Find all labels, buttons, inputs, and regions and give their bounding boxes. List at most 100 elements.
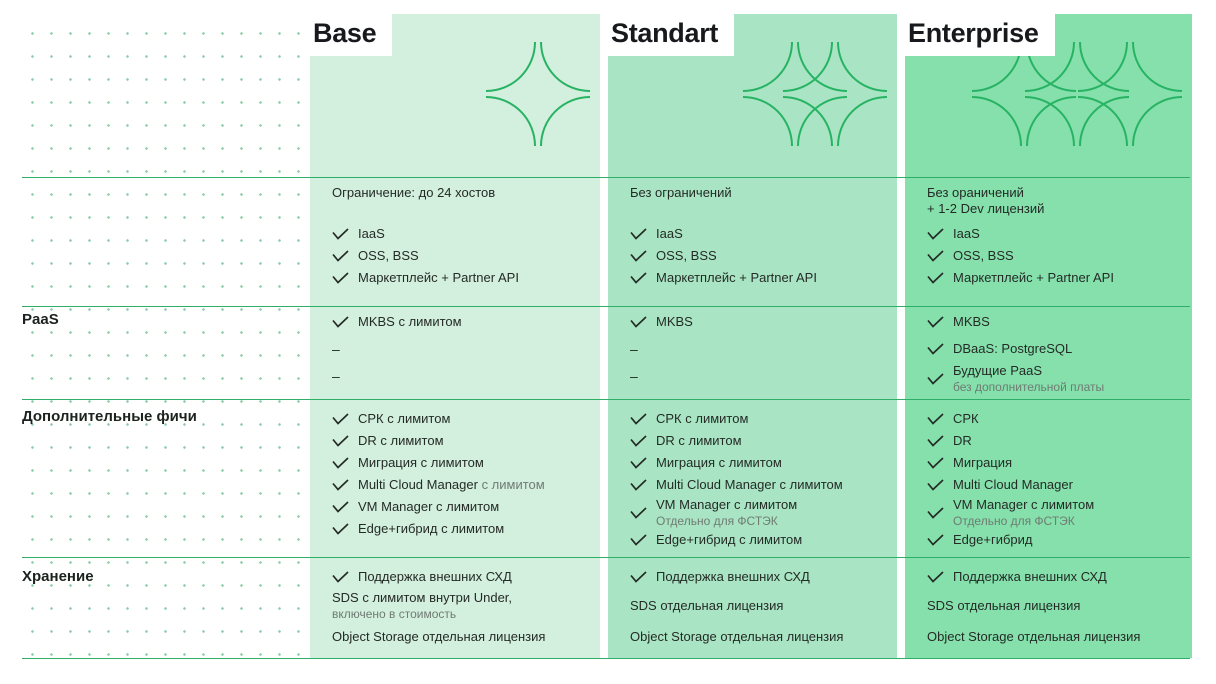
feature-text: СРК с лимитом — [358, 411, 450, 427]
check-icon — [927, 479, 944, 491]
feature-text: Маркетплейс + Partner API — [656, 270, 817, 286]
check-icon — [927, 372, 944, 385]
feature-label: СРК — [953, 411, 979, 427]
feature-label: Multi Cloud Manager — [953, 477, 1073, 493]
feature-text: Миграция — [953, 455, 1012, 471]
feature-item: Миграция с лимитом — [332, 452, 600, 474]
feature-item: Поддержка внешних СХД — [630, 563, 897, 590]
feature-label: Object Storage отдельная лицензия — [630, 629, 843, 645]
check-icon — [630, 479, 647, 491]
feature-text: IaaS — [656, 226, 683, 242]
check-icon — [927, 228, 944, 240]
feature-label: Будущие PaaS — [953, 363, 1104, 379]
feature-text: – — [332, 368, 340, 384]
check-icon — [630, 272, 647, 284]
text-item: Без ораничений + 1-2 Dev лицензий — [927, 185, 1192, 223]
feature-label: Edge+гибрид с лимитом — [656, 532, 802, 548]
spark-stars-icon — [485, 41, 591, 151]
text-item: Object Storage отдельная лицензия — [332, 621, 600, 652]
dash-item: – — [630, 362, 897, 389]
check-icon — [927, 413, 944, 425]
feature-text: Multi Cloud Manager с лимитом — [358, 477, 545, 493]
feature-text: IaaS — [358, 226, 385, 242]
feature-text: SDS отдельная лицензия — [630, 598, 783, 614]
check-icon — [332, 457, 349, 469]
feature-label-text: IaaS — [953, 226, 980, 241]
check-icon — [630, 479, 647, 491]
feature-label-text: Без ограничений — [630, 185, 732, 200]
feature-text: Multi Cloud Manager — [953, 477, 1073, 493]
dot-grid-background — [20, 14, 308, 658]
check-icon — [630, 506, 647, 519]
feature-label: – — [332, 368, 340, 384]
feature-label: Multi Cloud Manager с лимитом — [656, 477, 843, 493]
text-item: SDS отдельная лицензия — [630, 590, 897, 621]
feature-subtext: Отдельно для ФСТЭК — [656, 514, 778, 528]
feature-label-text: MKBS — [656, 313, 693, 329]
feature-item: MKBS — [630, 308, 897, 335]
row-category-label: Дополнительные фичи — [22, 408, 197, 425]
feature-label-text: DR — [953, 433, 972, 448]
feature-label-text: Поддержка внешних СХД — [358, 568, 512, 584]
plan-title: Base — [310, 14, 393, 56]
check-icon — [927, 506, 944, 519]
spark-stars-icon — [971, 41, 1183, 151]
feature-text: Миграция с лимитом — [358, 455, 484, 471]
feature-item: СРК с лимитом — [630, 408, 897, 430]
feature-label: DR — [953, 433, 972, 449]
feature-text: СРК с лимитом — [656, 411, 748, 427]
feature-band: Поддержка внешних СХД SDS отдельная лицен… — [608, 557, 897, 658]
feature-label-text: VM Manager с лимитом — [358, 499, 500, 514]
feature-text: OSS, BSS — [358, 248, 419, 264]
feature-text: Поддержка внешних СХД — [953, 569, 1107, 585]
check-icon — [332, 228, 349, 240]
feature-item: Multi Cloud Manager с лимитом — [332, 474, 600, 496]
feature-label-text: Multi Cloud Manager — [953, 477, 1073, 492]
feature-item: DR — [927, 430, 1192, 452]
feature-label-text: Object Storage отдельная лицензия — [630, 628, 844, 644]
feature-text: Поддержка внешних СХД — [358, 569, 512, 585]
feature-label: Маркетплейс + Partner API — [953, 270, 1114, 286]
feature-label: SDS отдельная лицензия — [630, 598, 783, 614]
check-icon — [332, 501, 349, 513]
row-category-label: Хранение — [22, 568, 94, 585]
row-separator-line — [22, 306, 1190, 307]
check-icon — [927, 372, 944, 385]
feature-label-text: OSS, BSS — [953, 248, 1014, 263]
feature-text: IaaS — [953, 226, 980, 242]
feature-label: Object Storage отдельная лицензия — [927, 629, 1140, 645]
check-icon — [630, 457, 647, 469]
dash-item: – — [332, 335, 600, 362]
text-item: Object Storage отдельная лицензия — [630, 621, 897, 652]
feature-label: VM Manager с лимитом — [656, 497, 797, 513]
feature-label: СРК с лимитом — [358, 411, 450, 427]
feature-label: SDS отдельная лицензия — [927, 598, 1080, 614]
feature-item: Edge+гибрид с лимитом — [332, 518, 600, 540]
check-icon — [630, 435, 647, 447]
check-icon — [332, 272, 349, 284]
feature-text: Edge+гибрид — [953, 532, 1032, 548]
check-icon — [630, 570, 647, 583]
feature-text: – — [630, 368, 638, 384]
feature-label-text: OSS, BSS — [656, 248, 717, 263]
feature-text: Поддержка внешних СХД — [656, 569, 810, 585]
feature-subtext: включено в стоимость — [332, 607, 457, 621]
feature-label-gray-suffix: с лимитом — [477, 477, 545, 492]
feature-label: VM Manager с лимитом — [358, 499, 499, 515]
feature-text: Multi Cloud Manager с лимитом — [656, 477, 843, 493]
feature-label: Поддержка внешних СХД — [953, 569, 1107, 585]
plan-title: Standart — [608, 14, 735, 56]
check-icon — [332, 523, 349, 535]
feature-label: Поддержка внешних СХД — [656, 569, 810, 585]
feature-label: Multi Cloud Manager с лимитом — [358, 477, 545, 493]
check-icon — [927, 272, 944, 284]
feature-text: Ограничение: до 24 хостов — [332, 185, 495, 201]
feature-label: Маркетплейс + Partner API — [358, 270, 519, 286]
feature-label-text: VM Manager с лимитом — [656, 497, 798, 512]
check-icon — [332, 457, 349, 469]
